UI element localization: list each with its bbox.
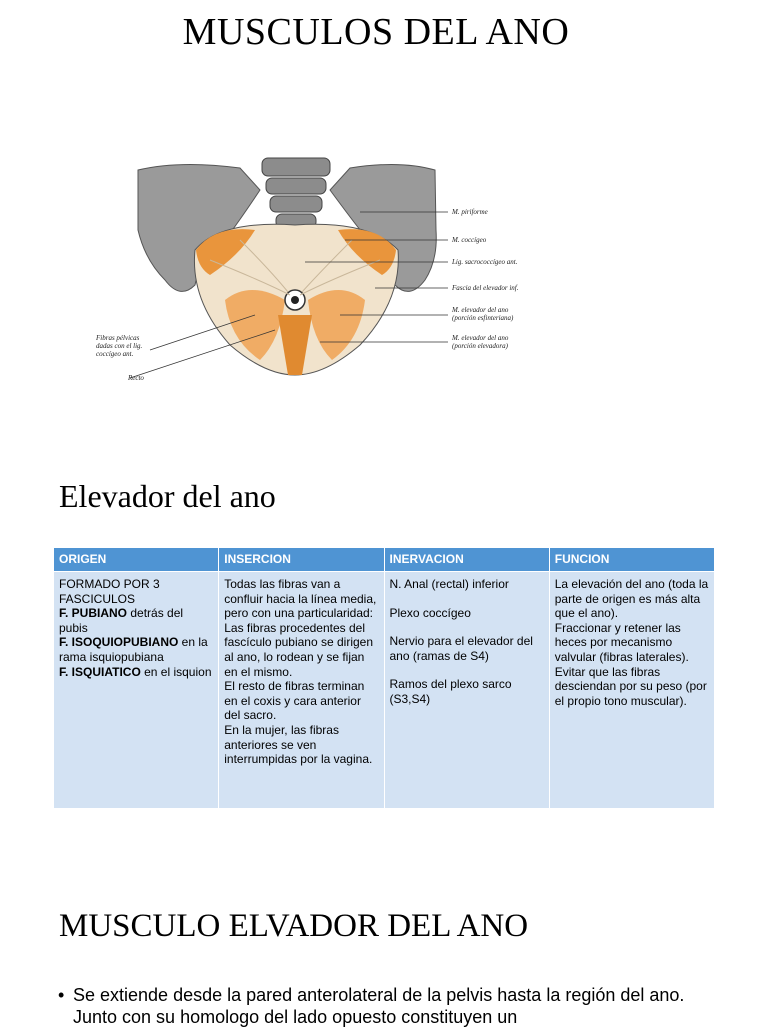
label-elevador-esfinteriana-2: (porción esfinteriana) xyxy=(452,314,514,322)
section-subtitle: Elevador del ano xyxy=(59,478,276,514)
label-elevador-esfinteriana: M. elevador del ano xyxy=(451,306,509,314)
header-origen: ORIGEN xyxy=(52,547,220,572)
cell-funcion: La elevación del ano (toda la parte de o… xyxy=(548,571,716,809)
page-title: MUSCULOS DEL ANO xyxy=(182,11,570,53)
label-fascia: Fascia del elevador inf. xyxy=(451,284,519,292)
cell-inervacion: N. Anal (rectal) inferior Plexo coccígeo… xyxy=(383,571,550,809)
label-coccigeo: M. coccígeo xyxy=(451,236,487,244)
label-fibras-2: dadas con el lig. xyxy=(96,342,143,350)
cell-origen: FORMADO POR 3 FASCICULOS F. PUBIANO detr… xyxy=(52,571,220,809)
pelvic-floor-drawing: M. piriforme M. coccígeo Lig. sacrococcí… xyxy=(95,157,519,382)
origen-fasciculo: F. ISOQUIOPUBIANO en la rama isquiopubia… xyxy=(59,635,208,664)
origen-line: FORMADO POR 3 xyxy=(59,577,160,591)
cell-insercion: Todas las fibras van a confluir hacia la… xyxy=(218,571,385,809)
label-fibras-1: Fibras pélvicas xyxy=(95,334,140,342)
header-funcion: FUNCION xyxy=(548,547,716,572)
label-elevador-elevadora: M. elevador del ano xyxy=(451,334,509,342)
label-recto: Recto xyxy=(127,374,144,382)
pelvis-illustration: M. piriforme M. coccígeo Lig. sacrococcí… xyxy=(90,150,550,390)
section-heading: MUSCULO ELVADOR DEL ANO xyxy=(59,908,529,944)
table-row: FORMADO POR 3 FASCICULOS F. PUBIANO detr… xyxy=(52,571,716,809)
insercion-p3: El resto de fibras terminan en el coxis … xyxy=(224,679,365,723)
inervacion-p4: Ramos del plexo sarco (S3,S4) xyxy=(389,677,512,706)
inervacion-p3: Nervio para el elevador del ano (ramas d… xyxy=(389,634,533,663)
inervacion-p1: N. Anal (rectal) inferior xyxy=(389,577,509,591)
bullet-item: • Se extiende desde la pared anterolater… xyxy=(58,984,718,1028)
bullet-dot-icon: • xyxy=(58,985,65,1005)
funcion-p2: Fraccionar y retener las heces por mecan… xyxy=(554,620,689,664)
table-header-row: ORIGEN INSERCION INERVACION FUNCION xyxy=(52,547,716,572)
label-piriforme: M. piriforme xyxy=(451,208,488,216)
origen-line: FASCICULOS xyxy=(59,591,136,606)
inervacion-p2: Plexo coccígeo xyxy=(389,605,471,620)
origen-fasciculo: F. PUBIANO detrás del pubis xyxy=(59,606,184,635)
label-elevador-elevadora-2: (porción elevadora) xyxy=(452,342,509,350)
label-fibras-3: coccígeo ant. xyxy=(96,350,134,358)
funcion-p3: Evitar que las fibras desciendan por su … xyxy=(554,664,707,708)
header-insercion: INSERCION xyxy=(218,547,385,572)
header-inervacion: INERVACION xyxy=(383,547,550,572)
insercion-p2: Las fibras procedentes del fascículo pub… xyxy=(224,620,374,679)
bullet-text: Se extiende desde la pared anterolateral… xyxy=(73,985,685,1027)
origen-fasciculo: F. ISQUIATICO en el isquion xyxy=(59,664,212,679)
insercion-p1: Todas las fibras van a confluir hacia la… xyxy=(224,577,377,621)
funcion-p1: La elevación del ano (toda la parte de o… xyxy=(554,577,709,621)
muscle-table: ORIGEN INSERCION INERVACION FUNCION FORM… xyxy=(52,547,716,809)
insercion-p4: En la mujer, las fibras anteriores se ve… xyxy=(224,722,373,767)
label-lig-sacrococcigeo: Lig. sacrococcígeo ant. xyxy=(451,258,518,266)
